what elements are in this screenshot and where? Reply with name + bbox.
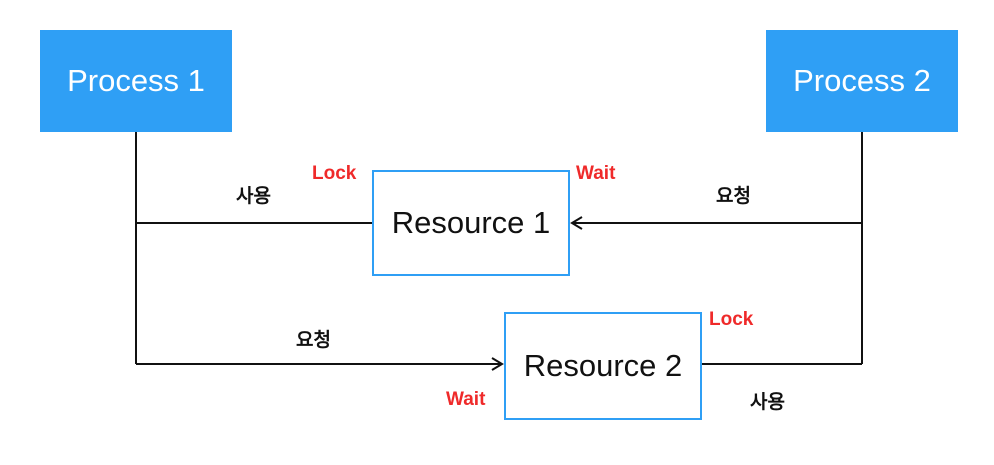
resource-1-wait-label: Wait (576, 163, 616, 184)
resource-2-label: Resource 2 (523, 348, 683, 383)
resource-1-label: Resource 1 (391, 205, 551, 240)
resource-2-lock-label: Lock (709, 309, 754, 330)
process-2-label: Process 2 (793, 63, 931, 98)
process-1-request-label: 요청 (296, 329, 331, 351)
process-2-box: Process 2 (766, 30, 958, 132)
resource-1-lock-label: Lock (312, 163, 357, 184)
resource-2-box: Resource 2 (504, 312, 702, 420)
process-1-use-label: 사용 (236, 185, 271, 207)
process-2-use-label: 사용 (750, 391, 785, 413)
resource-2-wait-label: Wait (446, 389, 486, 410)
resource-1-box: Resource 1 (372, 170, 570, 276)
process-1-box: Process 1 (40, 30, 232, 132)
process-2-request-label: 요청 (716, 185, 751, 207)
process-1-label: Process 1 (67, 63, 205, 98)
